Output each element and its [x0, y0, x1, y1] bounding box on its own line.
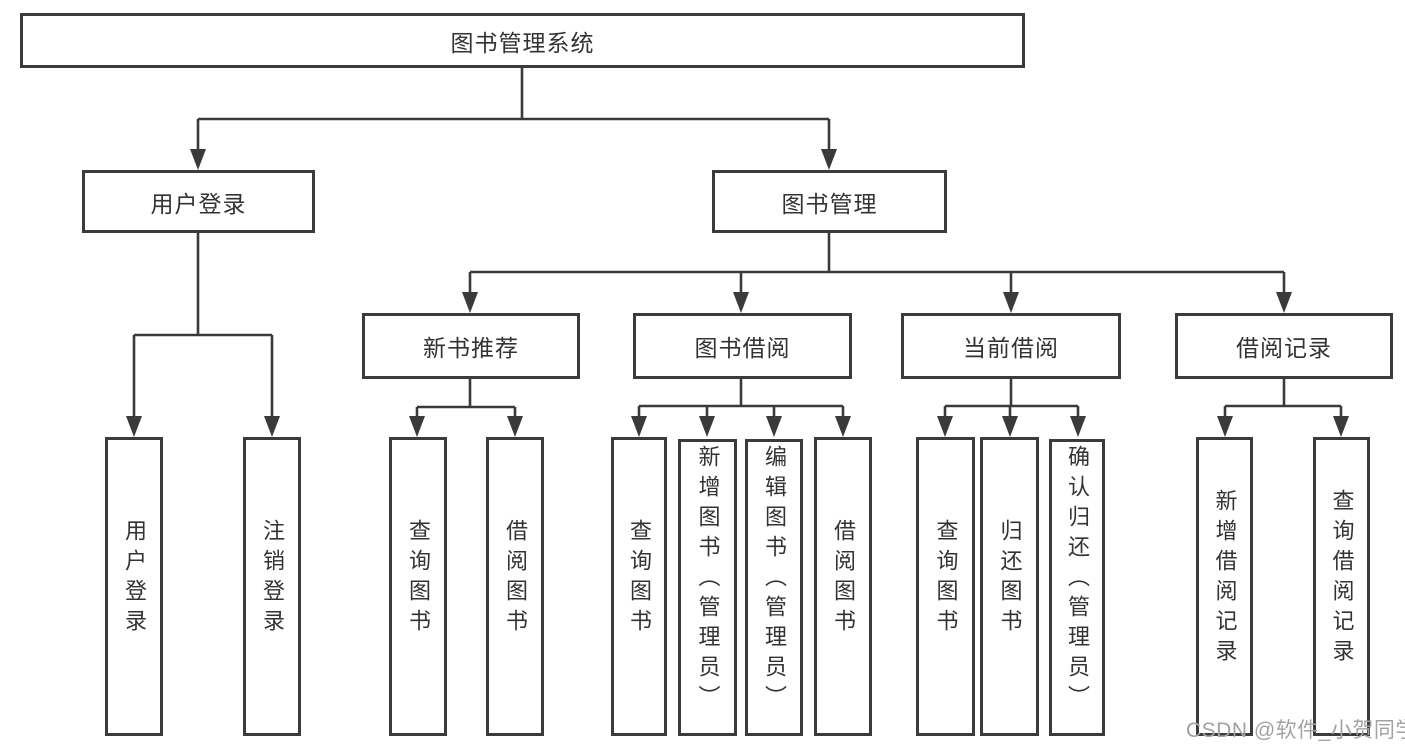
node-add-books-admin: 新增图书（管理员） — [678, 439, 737, 736]
node-query-books-current: 查询图书 — [916, 437, 975, 736]
node-add-borrow-record: 新增借阅记录 — [1196, 437, 1253, 736]
node-label: 编辑图书（管理员） — [762, 444, 787, 715]
node-confirm-return-admin: 确认归还（管理员） — [1049, 439, 1105, 736]
node-book-borrowing: 图书借阅 — [633, 313, 852, 379]
node-new-book-recommendation: 新书推荐 — [362, 313, 580, 379]
node-borrow-books-rec: 借阅图书 — [486, 437, 544, 736]
node-library-management-system: 图书管理系统 — [20, 13, 1025, 68]
node-label: 图书管理系统 — [450, 29, 595, 56]
node-label: 查询图书 — [933, 518, 959, 639]
node-borrow-books-leaf: 借阅图书 — [814, 437, 872, 736]
node-label: 注销登录 — [260, 518, 285, 639]
node-query-books-rec: 查询图书 — [389, 437, 447, 736]
node-user-login: 用户登录 — [82, 170, 315, 233]
node-label: 新增图书（管理员） — [695, 444, 721, 715]
node-label: 查询借阅记录 — [1329, 488, 1355, 669]
node-label: 确认归还（管理员） — [1065, 444, 1090, 715]
node-user-login-leaf: 用户登录 — [105, 437, 163, 736]
node-label: 借阅图书 — [503, 518, 528, 639]
node-edit-books-admin: 编辑图书（管理员） — [745, 439, 803, 736]
node-label: 图书借阅 — [694, 335, 791, 361]
node-current-borrowing: 当前借阅 — [901, 313, 1121, 379]
node-query-books-borrow: 查询图书 — [611, 437, 667, 736]
node-label: 图书管理 — [781, 190, 878, 217]
connector-lines — [132, 68, 1343, 421]
arrowheads — [126, 149, 1349, 437]
node-label: 用户登录 — [122, 518, 147, 639]
node-label: 借阅记录 — [1236, 335, 1332, 361]
node-label: 新增借阅记录 — [1212, 488, 1238, 669]
node-label: 当前借阅 — [963, 335, 1059, 361]
node-label: 借阅图书 — [831, 518, 856, 639]
node-label: 归还图书 — [997, 518, 1023, 639]
watermark: CSDN @软件_小贺同学 — [1186, 719, 1405, 742]
node-label: 用户登录 — [150, 190, 247, 217]
node-return-books: 归还图书 — [980, 437, 1039, 736]
node-label: 查询图书 — [627, 518, 652, 639]
node-label: 查询图书 — [406, 518, 431, 639]
node-query-borrow-record: 查询借阅记录 — [1313, 437, 1370, 736]
node-borrowing-records: 借阅记录 — [1175, 313, 1393, 379]
node-book-management: 图书管理 — [712, 170, 947, 233]
node-label: 新书推荐 — [423, 335, 519, 361]
node-logout: 注销登录 — [243, 437, 301, 736]
